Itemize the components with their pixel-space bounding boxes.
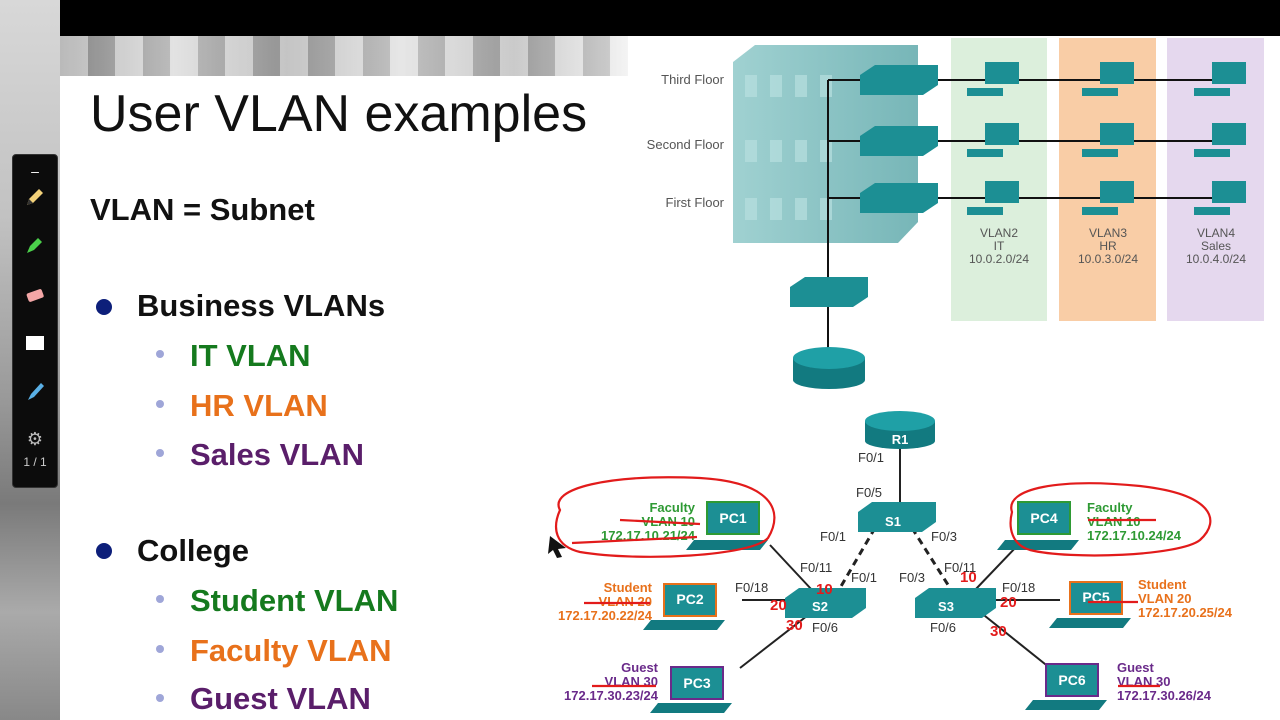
whiteboard-icon[interactable]	[23, 331, 47, 355]
bullet-dot	[96, 299, 112, 315]
pc1-label: PC1	[719, 510, 746, 526]
port-label: F0/18	[735, 580, 768, 595]
slide-banner-image	[60, 36, 628, 76]
pc1-role: Faculty	[649, 500, 695, 515]
vlan2-column	[951, 38, 1047, 321]
red-annotation-number: 30	[990, 623, 1007, 640]
slide-title: User VLAN examples	[90, 85, 588, 143]
sub-bullet-dot	[156, 400, 164, 408]
pc2-vlan: VLAN 20	[599, 594, 652, 609]
port-label: F0/3	[931, 529, 957, 544]
slide-subtitle: VLAN = Subnet	[90, 192, 315, 227]
pc5-role: Student	[1138, 577, 1187, 592]
switch-s3-label: S3	[938, 599, 954, 614]
pc4-role: Faculty	[1087, 500, 1133, 515]
pc-icon	[967, 62, 1246, 215]
router-label: R1	[892, 432, 909, 447]
vlan4-subnet: 10.0.4.0/24	[1186, 252, 1246, 266]
sub-bullet-dot	[156, 595, 164, 603]
pc6-label: PC6	[1058, 672, 1085, 688]
switch-icon	[790, 65, 938, 307]
pc6-ip: 172.17.30.26/24	[1117, 688, 1212, 703]
port-label: F0/11	[800, 560, 832, 575]
port-label: F0/1	[858, 450, 884, 465]
page-count: 1 / 1	[23, 455, 47, 469]
floor-label-first: First Floor	[666, 195, 725, 210]
pc-icon	[643, 501, 1131, 713]
vlan4-dept: Sales	[1201, 239, 1231, 253]
port-label: F0/11	[944, 560, 976, 575]
marker-tool-icon[interactable]	[23, 379, 47, 403]
router-icon	[793, 347, 865, 389]
floor-label-third: Third Floor	[661, 72, 725, 87]
sub-item-it: IT VLAN	[190, 338, 311, 373]
vlan2-dept: IT	[994, 239, 1005, 253]
pc4-vlan: VLAN 10	[1087, 514, 1140, 529]
vlan2-subnet: 10.0.2.0/24	[969, 252, 1029, 266]
vlan3-dept: HR	[1099, 239, 1117, 253]
eraser-icon[interactable]	[23, 283, 47, 307]
pc6-role: Guest	[1117, 660, 1155, 675]
sub-item-sales: Sales VLAN	[190, 437, 365, 472]
red-annotation-number: 20	[770, 597, 787, 614]
switch-s2-label: S2	[812, 599, 828, 614]
sub-item-hr: HR VLAN	[190, 388, 328, 423]
port-label: F0/5	[856, 485, 882, 500]
port-label: F0/1	[820, 529, 846, 544]
sub-item-student: Student VLAN	[190, 583, 399, 618]
annotation-toolbar: – ⚙ 1 / 1	[12, 154, 58, 488]
gear-icon[interactable]: ⚙	[26, 429, 44, 449]
pc2-label: PC2	[676, 591, 703, 607]
bullet-business: Business VLANs	[137, 288, 386, 323]
bullet-college: College	[137, 533, 249, 568]
router-r1-icon	[865, 411, 935, 449]
red-annotation	[555, 476, 1212, 688]
vlan2-name: VLAN2	[980, 226, 1018, 240]
pc3-role: Guest	[621, 660, 659, 675]
pc2-ip: 172.17.20.22/24	[558, 608, 653, 623]
sub-bullet-dot	[156, 350, 164, 358]
pencil-icon[interactable]	[23, 185, 47, 209]
port-label: F0/6	[930, 620, 956, 635]
pc5-vlan: VLAN 20	[1138, 591, 1191, 606]
port-label: F0/3	[899, 570, 925, 585]
port-label: F0/6	[812, 620, 838, 635]
sub-item-faculty: Faculty VLAN	[190, 633, 392, 668]
pc5-ip: 172.17.20.25/24	[1138, 605, 1233, 620]
vlan3-subnet: 10.0.3.0/24	[1078, 252, 1138, 266]
sub-bullet-dot	[156, 449, 164, 457]
sub-bullet-dot	[156, 694, 164, 702]
red-annotation-number: 30	[786, 617, 803, 634]
pc3-ip: 172.17.30.23/24	[564, 688, 659, 703]
red-annotation-number: 10	[816, 581, 833, 598]
highlighter-icon[interactable]	[23, 233, 47, 257]
switch-s1-label: S1	[885, 514, 901, 529]
switch-icon	[785, 502, 996, 618]
vlan3-name: VLAN3	[1089, 226, 1127, 240]
bullet-dot	[96, 543, 112, 559]
pc4-label: PC4	[1030, 510, 1057, 526]
sub-bullet-dot	[156, 645, 164, 653]
vlan4-name: VLAN4	[1197, 226, 1235, 240]
pc2-role: Student	[604, 580, 653, 595]
floor-label-second: Second Floor	[647, 137, 725, 152]
port-label: F0/1	[851, 570, 877, 585]
vlan3-column	[1059, 38, 1156, 321]
mouse-cursor-icon	[548, 536, 566, 558]
sub-item-guest: Guest VLAN	[190, 681, 371, 716]
port-label: F0/18	[1002, 580, 1035, 595]
pc4-ip: 172.17.10.24/24	[1087, 528, 1182, 543]
minimize-icon[interactable]: –	[31, 163, 39, 179]
pc3-label: PC3	[683, 675, 710, 691]
red-annotation-number: 10	[960, 569, 977, 586]
red-annotation-number: 20	[1000, 594, 1017, 611]
vlan4-column	[1167, 38, 1264, 321]
top-black-bar	[0, 0, 1280, 36]
